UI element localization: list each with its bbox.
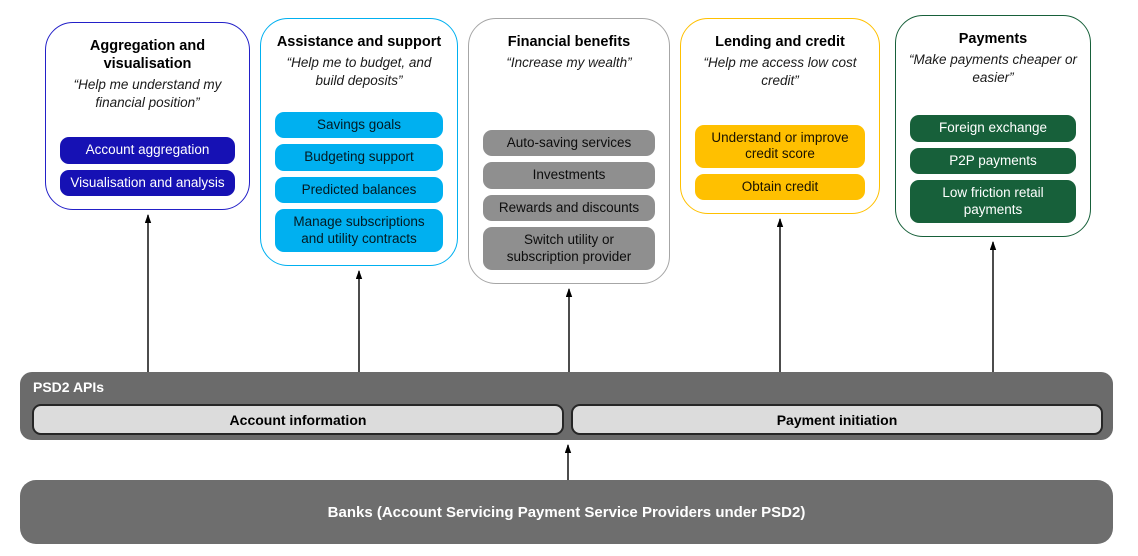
category-item: Rewards and discounts [483, 194, 655, 222]
category-item: Visualisation and analysis [60, 169, 235, 196]
category-item: Predicted balances [275, 176, 443, 204]
banks-bar-label: Banks (Account Servicing Payment Service… [327, 503, 806, 521]
category-title: Financial benefits [507, 34, 631, 50]
banks-bar: Banks (Account Servicing Payment Service… [20, 480, 1113, 544]
category-item: Low friction retail payments [910, 180, 1076, 223]
category-item: Understand or improve credit score [695, 124, 865, 168]
category-item: Budgeting support [275, 144, 443, 171]
psd2-apis-label: PSD2 APIs [33, 379, 105, 395]
category-box-green: Payments “Make payments cheaper or easier… [895, 15, 1091, 237]
category-item: Manage subscriptions and utility contrac… [275, 209, 443, 252]
category-item: Foreign exchange [910, 115, 1076, 142]
category-title: Lending and credit [715, 34, 845, 50]
category-quote: “Help me access low cost credit” [703, 55, 857, 88]
category-item: Account aggregation [60, 137, 235, 164]
category-title: Payments [958, 31, 1028, 47]
category-quote: “Help me understand my financial positio… [73, 77, 222, 110]
category-quote: “Increase my wealth” [506, 55, 632, 71]
category-item: Savings goals [275, 111, 443, 139]
category-title: Assistance and support [276, 34, 442, 50]
category-item: Switch utility or subscription provider [483, 227, 655, 270]
category-item: P2P payments [910, 147, 1076, 175]
payment-initiation-pill: Payment initiation [571, 404, 1103, 435]
category-box-blue: Aggregation and visualisation “Help me un… [45, 22, 250, 210]
category-quote: “Make payments cheaper or easier” [908, 52, 1078, 85]
account-information-pill: Account information [32, 404, 564, 435]
category-box-cyan: Assistance and support “Help me to budget… [260, 18, 458, 266]
category-title: Aggregation and visualisation [89, 38, 206, 73]
category-item: Auto-saving services [483, 129, 655, 157]
psd2-apis-bar: PSD2 APIs Account information Payment in… [20, 372, 1113, 440]
category-item: Obtain credit [695, 173, 865, 200]
category-quote: “Help me to budget, and build deposits” [286, 55, 432, 88]
category-box-amber: Lending and credit “Help me access low co… [680, 18, 880, 214]
category-box-gray: Financial benefits “Increase my wealth” Au… [468, 18, 670, 284]
category-item: Investments [483, 162, 655, 189]
